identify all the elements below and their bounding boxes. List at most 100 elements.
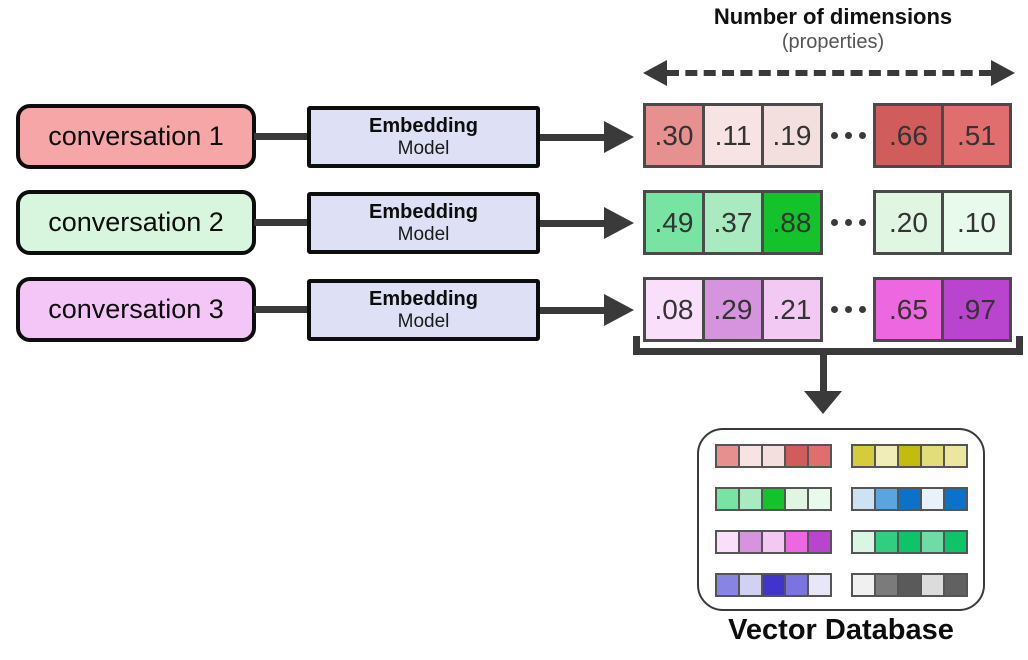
- dimensions-subtitle: (properties): [781, 31, 885, 53]
- db-cell: [851, 530, 876, 554]
- vector-cell: .11: [702, 103, 764, 168]
- db-cell: [920, 487, 945, 511]
- embedding-title: Embedding: [369, 114, 478, 137]
- embedding-model-box-2: Embedding Model: [307, 192, 540, 254]
- conversation-2-box: conversation 2: [16, 190, 256, 255]
- db-cell: [920, 444, 945, 468]
- db-cell: [897, 444, 922, 468]
- embedding-arrow-3: [540, 293, 634, 327]
- db-strip-emerald: [851, 530, 968, 554]
- db-cell: [738, 573, 763, 597]
- db-cell: [943, 444, 968, 468]
- db-cell: [897, 487, 922, 511]
- arrow-head-icon: [604, 294, 634, 326]
- ellipsis-icon: [823, 277, 873, 342]
- db-cell: [784, 530, 809, 554]
- vector-cell: .51: [941, 103, 1012, 168]
- db-cell: [715, 530, 740, 554]
- db-cell: [943, 530, 968, 554]
- arrow-head-icon: [604, 121, 634, 153]
- db-strip-indigo: [715, 573, 832, 597]
- vector-cell: .21: [761, 277, 823, 342]
- db-strip-blue: [851, 487, 968, 511]
- db-strip-red: [715, 444, 832, 468]
- vector-cell: .37: [702, 190, 764, 255]
- db-cell: [715, 573, 740, 597]
- db-cell: [715, 487, 740, 511]
- embedding-subtitle: Model: [397, 223, 450, 245]
- db-cell: [874, 573, 899, 597]
- db-cell: [920, 530, 945, 554]
- conversation-2-label: conversation 2: [48, 207, 224, 237]
- embedding-title: Embedding: [369, 287, 478, 310]
- db-cell: [874, 444, 899, 468]
- embedding-model-box-3: Embedding Model: [307, 279, 540, 341]
- db-cell: [943, 573, 968, 597]
- connector-line-3: [254, 306, 309, 313]
- vector-cell: .30: [643, 103, 705, 168]
- vector-cell: .29: [702, 277, 764, 342]
- arrow-shaft: [540, 133, 604, 141]
- vector-cell: .66: [873, 103, 944, 168]
- db-cell: [874, 530, 899, 554]
- embedding-subtitle: Model: [397, 310, 450, 332]
- db-cell: [874, 487, 899, 511]
- db-strip-green: [715, 487, 832, 511]
- embedding-subtitle: Model: [397, 137, 450, 159]
- dimensions-title: Number of dimensions: [713, 4, 953, 29]
- db-cell: [851, 487, 876, 511]
- db-cell: [761, 573, 786, 597]
- vector-database-label: Vector Database: [728, 614, 954, 646]
- bracket-end-right: [1016, 336, 1023, 355]
- db-cell: [738, 530, 763, 554]
- embedding-title: Embedding: [369, 200, 478, 223]
- embedding-arrow-2: [540, 206, 634, 240]
- db-cell: [897, 573, 922, 597]
- dimensions-span-arrow: [643, 60, 1015, 86]
- db-cell: [761, 444, 786, 468]
- conversation-3-label: conversation 3: [48, 294, 224, 324]
- down-arrow-head-icon: [804, 391, 842, 414]
- db-cell: [807, 530, 832, 554]
- bracket-end-left: [633, 336, 640, 355]
- db-cell: [851, 573, 876, 597]
- vector-cell: .08: [643, 277, 705, 342]
- vector-row-2: .49 .37 .88 .20 .10: [643, 190, 1021, 255]
- vector-cell: .20: [873, 190, 944, 255]
- embedding-model-box-1: Embedding Model: [307, 106, 540, 168]
- db-strip-purple: [715, 530, 832, 554]
- vector-row-3: .08 .29 .21 .65 .97: [643, 277, 1021, 342]
- connector-line-1: [254, 133, 309, 140]
- vector-database-box: [697, 428, 985, 611]
- ellipsis-icon: [823, 190, 873, 255]
- vector-cell: .19: [761, 103, 823, 168]
- connector-line-2: [254, 219, 309, 226]
- db-cell: [897, 530, 922, 554]
- db-cell: [784, 444, 809, 468]
- conversation-3-box: conversation 3: [16, 277, 256, 342]
- db-cell: [851, 444, 876, 468]
- arrow-right-icon: [991, 60, 1015, 86]
- db-cell: [807, 487, 832, 511]
- vector-cell: .65: [873, 277, 944, 342]
- db-cell: [784, 487, 809, 511]
- db-cell: [761, 487, 786, 511]
- arrow-shaft: [540, 219, 604, 227]
- vector-row-1: .30 .11 .19 .66 .51: [643, 103, 1021, 168]
- ellipsis-icon: [823, 103, 873, 168]
- vector-cell: .88: [761, 190, 823, 255]
- vector-cell: .97: [941, 277, 1012, 342]
- db-cell: [807, 573, 832, 597]
- db-strip-yellow: [851, 444, 968, 468]
- dashed-line: [667, 70, 991, 76]
- arrow-left-icon: [643, 60, 667, 86]
- db-cell: [761, 530, 786, 554]
- db-cell: [784, 573, 809, 597]
- bracket-bar: [633, 348, 1023, 355]
- db-cell: [943, 487, 968, 511]
- db-cell: [920, 573, 945, 597]
- vector-cell: .49: [643, 190, 705, 255]
- db-cell: [738, 444, 763, 468]
- vector-cell: .10: [941, 190, 1012, 255]
